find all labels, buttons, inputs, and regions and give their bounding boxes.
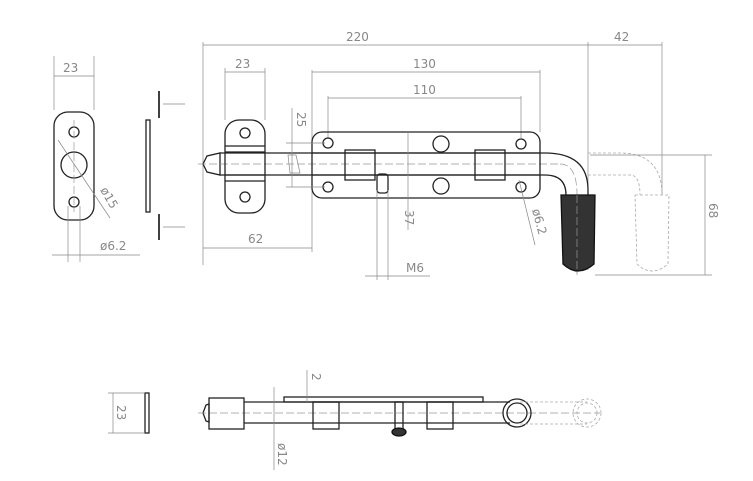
dim-handle-offset: 42 xyxy=(614,30,629,44)
dim-backplate-height: 37 xyxy=(402,210,416,225)
dim-overall-length: 220 xyxy=(346,30,369,44)
latch-top-view: 220 42 23 130 110 25 xyxy=(198,30,720,280)
dim-side-plate-width: 23 xyxy=(114,405,128,420)
dim-handle-height: 68 xyxy=(706,203,720,218)
dim-backplate-length: 130 xyxy=(413,57,436,71)
dim-plate-screw-hole: ø6.2 xyxy=(100,239,126,253)
dim-bracket-width: 23 xyxy=(235,57,250,71)
dim-pin-thread: M6 xyxy=(406,261,424,275)
dim-backplate-hole: ø6.2 xyxy=(529,207,549,236)
handle-grip xyxy=(560,194,596,272)
strike-plate-side-view xyxy=(145,91,185,240)
dim-hole-vertical-spacing: 25 xyxy=(294,112,308,127)
strike-plate-front-view: 23 ø15 ø6.2 xyxy=(52,56,140,262)
dim-plate-thickness: 2 xyxy=(309,373,323,381)
dim-plate-width: 23 xyxy=(63,61,78,75)
dim-hole-spacing: 110 xyxy=(413,83,436,97)
dim-plate-hole-diameter: ø15 xyxy=(97,185,120,212)
dim-bracket-offset: 62 xyxy=(248,232,263,246)
latch-side-view: 23 2 ø12 xyxy=(108,370,602,470)
dim-rod-diameter: ø12 xyxy=(275,443,289,466)
